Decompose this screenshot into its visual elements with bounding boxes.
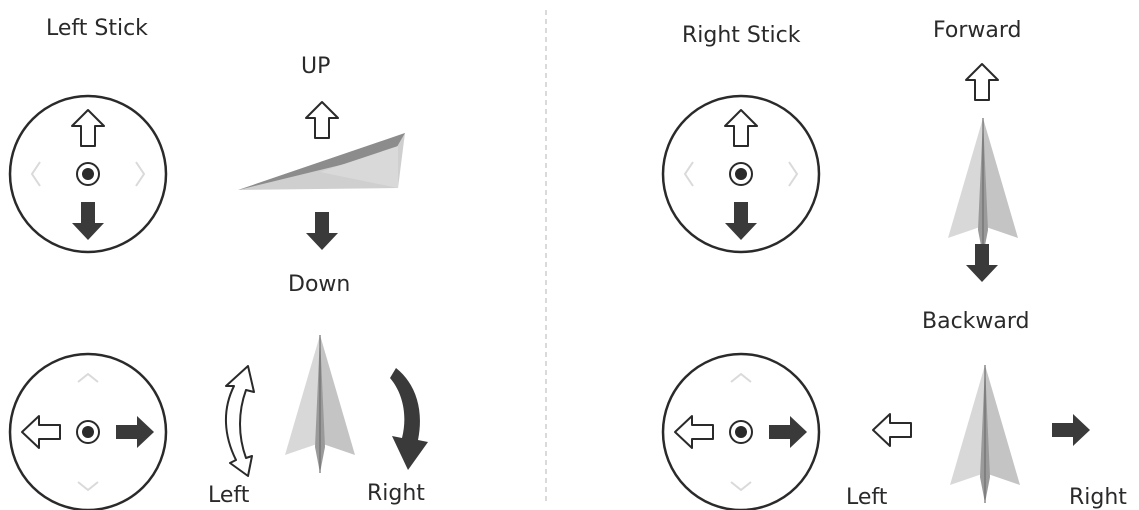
roll-right-label: Right xyxy=(1069,485,1127,510)
rotate-right-arrow-icon xyxy=(390,368,428,470)
right-stick-pitch-icon xyxy=(661,94,821,254)
backward-label: Backward xyxy=(922,309,1030,334)
left-stick-yaw-icon xyxy=(8,352,168,510)
forward-arrow-icon xyxy=(965,63,999,101)
rotate-left-arrow-icon xyxy=(224,365,255,477)
up-label: UP xyxy=(301,54,331,79)
roll-left-arrow-icon xyxy=(872,413,912,447)
paper-plane-top-icon xyxy=(284,334,356,474)
backward-arrow-icon xyxy=(966,244,998,282)
yaw-left-label: Left xyxy=(208,483,250,508)
left-stick-throttle-icon xyxy=(8,94,168,254)
right-stick-roll-icon xyxy=(661,352,821,510)
paper-plane-forward-icon xyxy=(947,117,1019,257)
paper-plane-side-icon xyxy=(238,133,405,190)
paper-plane-roll-icon xyxy=(949,364,1021,504)
down-arrow-icon xyxy=(306,212,338,250)
down-label: Down xyxy=(288,272,351,297)
roll-right-arrow-icon xyxy=(1052,414,1090,446)
up-arrow-icon xyxy=(305,101,339,139)
forward-label: Forward xyxy=(933,18,1022,43)
right-stick-title: Right Stick xyxy=(682,23,801,48)
left-stick-title: Left Stick xyxy=(46,16,148,41)
roll-left-label: Left xyxy=(846,485,888,510)
yaw-right-label: Right xyxy=(367,481,425,506)
